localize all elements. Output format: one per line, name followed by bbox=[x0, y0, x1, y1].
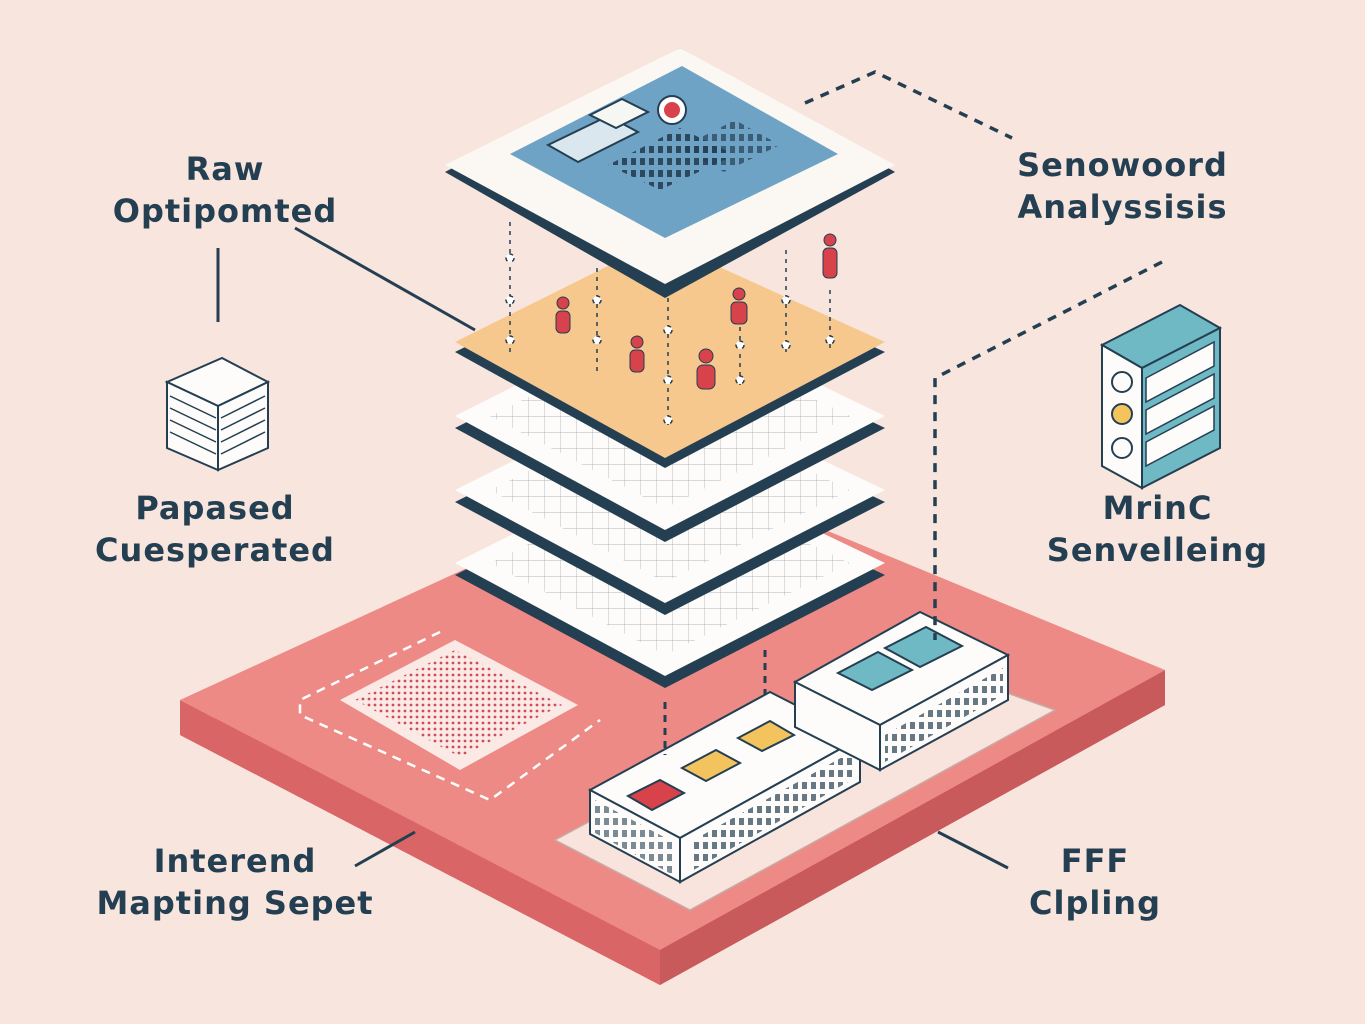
label-interend-line1: Interend bbox=[153, 842, 317, 880]
server-block-front bbox=[587, 690, 863, 884]
label-raw-line2: Optipomted bbox=[112, 192, 338, 230]
leader-analysis bbox=[804, 70, 1013, 140]
label-mrinc-line2: Senvelleing bbox=[1046, 531, 1269, 569]
leader-raw bbox=[294, 226, 476, 332]
server-block-rear bbox=[792, 610, 1011, 772]
server-rack-icon bbox=[1099, 303, 1223, 490]
label-interend-line2: Mapting Sepet bbox=[96, 884, 374, 922]
label-fff-line2: Clpling bbox=[1029, 884, 1161, 922]
signal-threads bbox=[505, 222, 835, 425]
top-document-panel bbox=[445, 48, 895, 298]
label-raw-line1: Raw bbox=[185, 150, 265, 188]
marker-2 bbox=[629, 335, 645, 373]
red-markers bbox=[555, 233, 838, 390]
leader-fff bbox=[937, 830, 1009, 870]
label-interend: Interend Mapting Sepet bbox=[80, 840, 390, 924]
label-analysis-line1: Senowoord bbox=[1017, 146, 1228, 184]
label-analysis: Senowoord Analyssisis bbox=[1000, 144, 1245, 228]
label-papased: Papased Cuesperated bbox=[80, 487, 350, 571]
label-analysis-line2: Analyssisis bbox=[1017, 188, 1228, 226]
marker-3 bbox=[696, 348, 716, 390]
marker-1 bbox=[555, 296, 571, 334]
base-dashed-flow bbox=[298, 630, 601, 802]
marker-4 bbox=[730, 287, 748, 325]
marker-5 bbox=[822, 233, 838, 279]
label-mrinc-line1: MrinC bbox=[1102, 489, 1213, 527]
label-papased-line2: Cuesperated bbox=[95, 531, 335, 569]
label-papased-line1: Papased bbox=[135, 489, 295, 527]
label-mrinc: MrinC Senvelleing bbox=[1030, 487, 1285, 571]
label-raw: Raw Optipomted bbox=[95, 148, 355, 232]
label-fff-line1: FFF bbox=[1060, 842, 1130, 880]
dotted-mat bbox=[340, 640, 578, 770]
leader-mrinc bbox=[933, 260, 1163, 640]
paper-stack-icon bbox=[164, 356, 271, 472]
label-fff: FFF Clpling bbox=[1010, 840, 1180, 924]
leader-interend bbox=[354, 830, 416, 868]
